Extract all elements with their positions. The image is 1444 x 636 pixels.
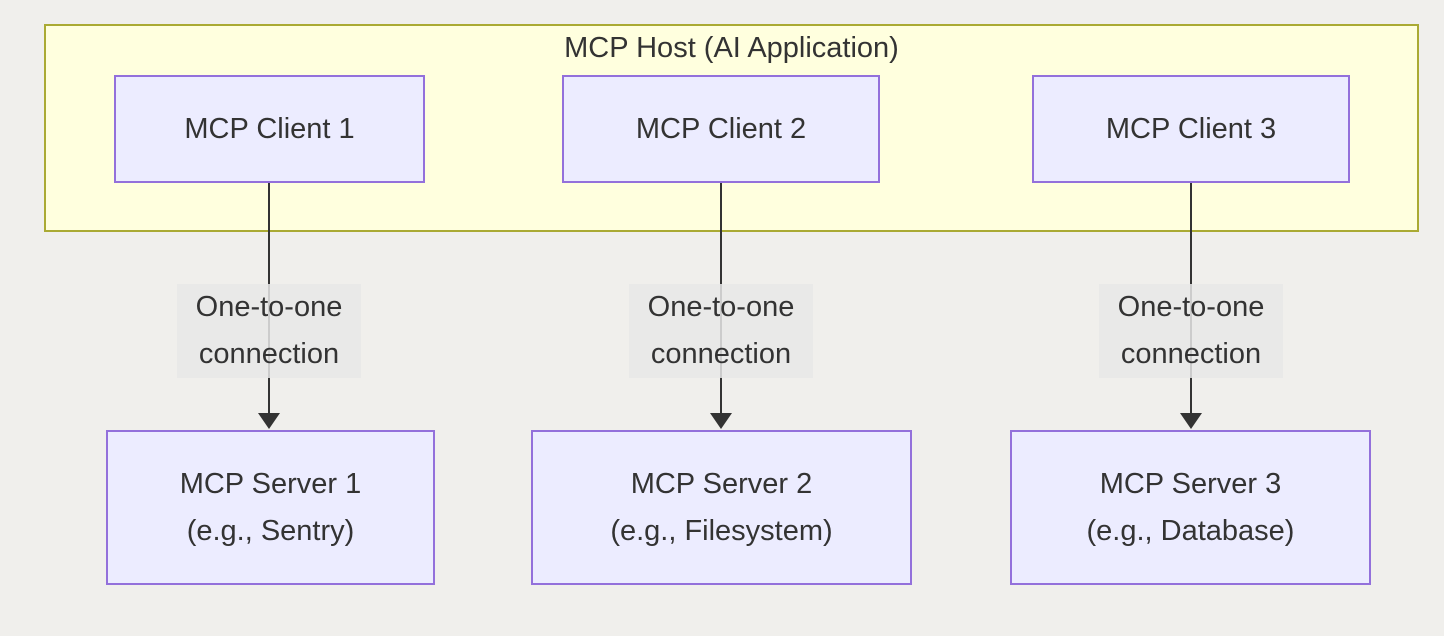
edge-label-3: One-to-one connection bbox=[1099, 284, 1283, 378]
client-node-label: MCP Client 2 bbox=[635, 112, 807, 145]
host-title: MCP Host (AI Application) bbox=[564, 32, 899, 64]
arrowhead-icon bbox=[710, 413, 732, 429]
arrowhead-icon bbox=[1180, 413, 1202, 429]
server-node-example: (e.g., Database) bbox=[1086, 514, 1295, 547]
server-node-2: MCP Server 2 (e.g., Filesystem) bbox=[531, 430, 912, 585]
edge-label-line: One-to-one bbox=[195, 291, 343, 323]
server-node-name: MCP Server 1 bbox=[179, 467, 362, 500]
edge-label-line: connection bbox=[198, 338, 340, 370]
server-node-example: (e.g., Filesystem) bbox=[610, 514, 833, 547]
server-node-3: MCP Server 3 (e.g., Database) bbox=[1010, 430, 1371, 585]
arrowhead-icon bbox=[258, 413, 280, 429]
server-node-name: MCP Server 3 bbox=[1099, 467, 1282, 500]
edge-label-1: One-to-one connection bbox=[177, 284, 361, 378]
client-node-3: MCP Client 3 bbox=[1032, 75, 1350, 183]
edge-label-line: One-to-one bbox=[647, 291, 795, 323]
client-node-2: MCP Client 2 bbox=[562, 75, 880, 183]
edge-label-line: connection bbox=[650, 338, 792, 370]
client-node-1: MCP Client 1 bbox=[114, 75, 425, 183]
edge-label-2: One-to-one connection bbox=[629, 284, 813, 378]
server-node-name: MCP Server 2 bbox=[630, 467, 813, 500]
client-node-label: MCP Client 3 bbox=[1105, 112, 1277, 145]
server-node-1: MCP Server 1 (e.g., Sentry) bbox=[106, 430, 435, 585]
edge-label-line: One-to-one bbox=[1117, 291, 1265, 323]
client-node-label: MCP Client 1 bbox=[184, 112, 355, 145]
edge-label-line: connection bbox=[1120, 338, 1262, 370]
server-node-example: (e.g., Sentry) bbox=[186, 514, 355, 547]
